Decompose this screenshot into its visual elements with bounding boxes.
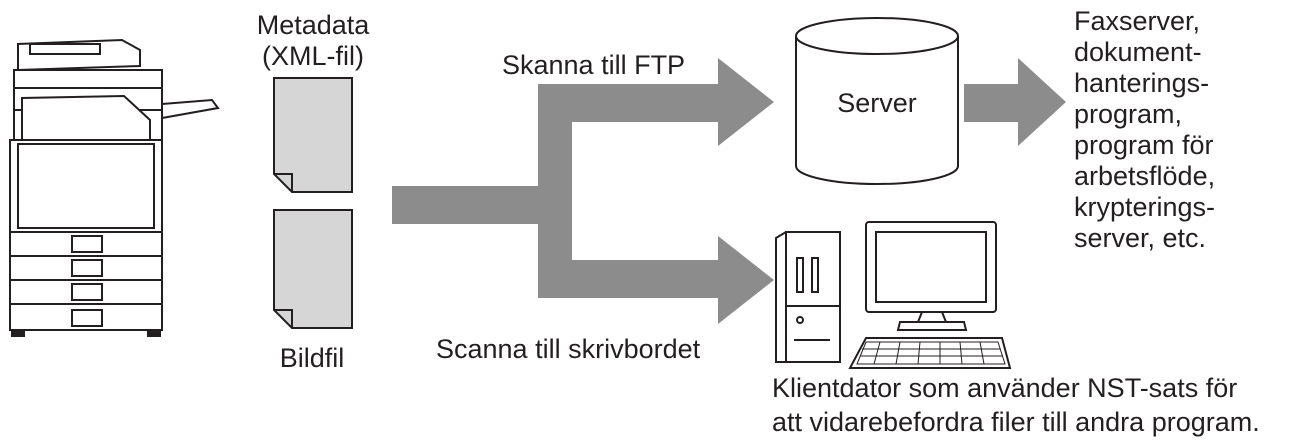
destination-line: dokument- (1074, 37, 1202, 67)
server-label: Server (837, 88, 917, 118)
scan-to-desktop-label: Scanna till skrivbordet (436, 334, 701, 364)
metadata-label: Metadata (XML-fil) (246, 10, 380, 72)
metadata-document-icon (273, 77, 353, 193)
destination-list: Faxserver, dokument- hanterings- program… (1074, 6, 1215, 254)
client-caption-line: att vidarebefordra filer till andra prog… (772, 407, 1260, 437)
server-cylinder-icon (795, 17, 959, 185)
metadata-label-line2: (XML-fil) (262, 41, 364, 71)
scan-to-ftp-label: Skanna till FTP (502, 50, 686, 80)
destination-line: arbetsflöde, (1074, 161, 1216, 191)
metadata-label-line1: Metadata (256, 10, 370, 40)
client-caption-line: Klientdator som använder NST-sats för (772, 373, 1238, 403)
destination-line: program för (1074, 130, 1214, 160)
mfp-printer-icon (9, 38, 220, 337)
image-file-document-icon (273, 209, 353, 329)
client-caption: Klientdator som använder NST-sats för at… (772, 371, 1260, 439)
destination-line: program, (1074, 99, 1183, 129)
destination-line: Faxserver, (1074, 6, 1201, 36)
destination-line: krypterings- (1074, 192, 1216, 222)
client-computer-icon (775, 221, 1012, 369)
destination-line: hanterings- (1074, 68, 1210, 98)
destination-line: server, etc. (1074, 223, 1207, 253)
branching-flow-arrow (392, 58, 774, 324)
forward-arrow (964, 58, 1066, 146)
image-file-label: Bildfil (279, 343, 345, 373)
